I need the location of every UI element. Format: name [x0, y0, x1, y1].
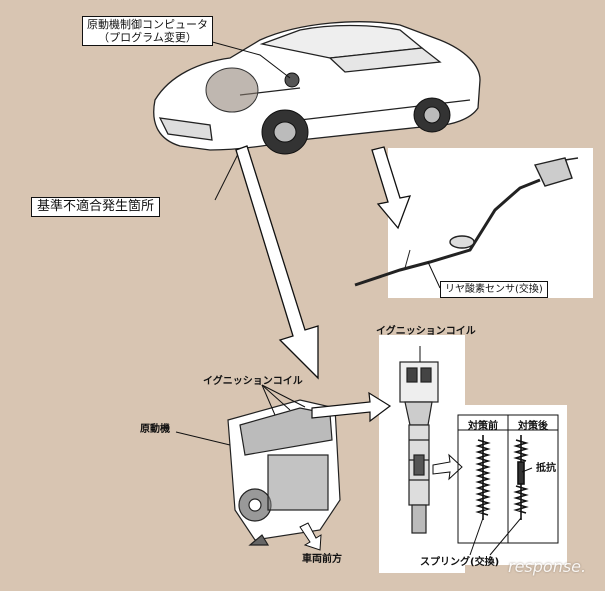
resistor-label: 抵抗 [536, 463, 556, 474]
arrow-to-exhaust [371, 146, 412, 230]
ecu-label-line2: （プログラム変更） [98, 31, 197, 44]
arrow-to-coil [311, 391, 392, 423]
spring-after [513, 435, 529, 520]
vehicle-front-arrow [299, 522, 322, 551]
engine-bay-highlight [205, 67, 259, 113]
defect-location-label: 基準不適合発生箇所 [31, 197, 161, 217]
ecu-label-line1: 原動機制御コンピュータ [87, 18, 208, 31]
spring-table [457, 414, 559, 544]
before-header: 対策前 [468, 421, 498, 432]
ignition-coil [399, 361, 439, 534]
spring-label: スプリング(交換) [420, 557, 500, 568]
arrow-to-engine [235, 145, 319, 380]
after-header: 対策後 [518, 421, 548, 432]
ignition-coil-engine-label: イグニッションコイル [203, 376, 303, 387]
arrow-to-springs [432, 453, 463, 481]
vehicle-front-label: 車両前方 [302, 554, 342, 565]
response-watermark: response. [508, 557, 587, 576]
engine-illustration [227, 399, 341, 546]
car-wheels [261, 97, 451, 155]
engine-label: 原動機 [140, 424, 170, 435]
spring-compare-panel [452, 405, 567, 565]
ecu-location-marker [284, 72, 300, 88]
rear-o2-sensor-label: リヤ酸素センサ(交換) [440, 281, 548, 298]
car-illustration [153, 21, 481, 151]
ecu-label: 原動機制御コンピュータ （プログラム変更） [82, 16, 213, 46]
ignition-coil-top-label: イグニッションコイル [376, 326, 476, 337]
spring-before [475, 435, 491, 520]
exhaust-system [354, 157, 579, 287]
